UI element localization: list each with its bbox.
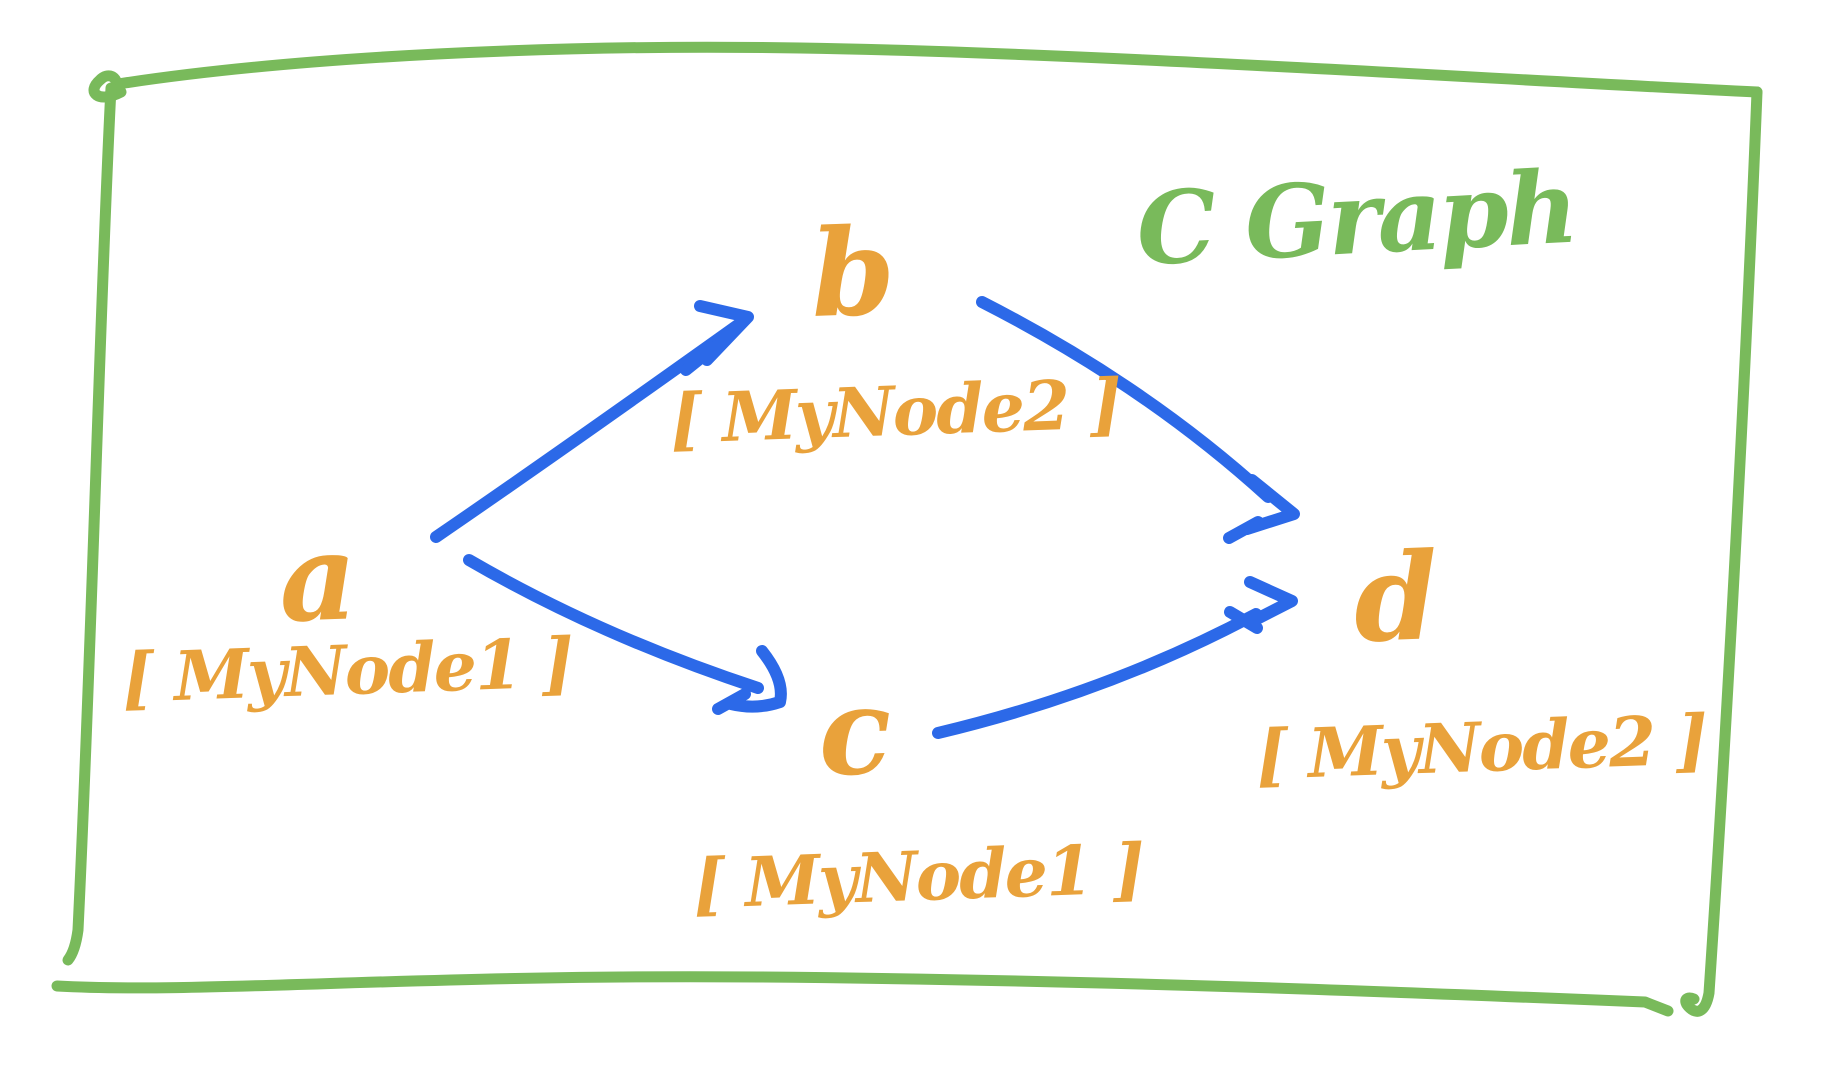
edge-b-d-arrowhead xyxy=(1223,474,1300,544)
node-c-type-label: [ MyNode1 ] xyxy=(691,829,1145,925)
node-a-type-label: [ MyNode1 ] xyxy=(120,623,574,719)
edge-a-c-arrow xyxy=(463,554,787,715)
border-top-edge xyxy=(112,41,1763,98)
node-c-letter: c xyxy=(816,660,894,804)
canvas-border xyxy=(51,41,1763,1017)
node-b-letter: b xyxy=(808,201,898,345)
border-right-edge xyxy=(1680,86,1763,1017)
node-d-letter: d xyxy=(1351,526,1441,670)
edge-a-c-arrowhead xyxy=(712,645,787,715)
node-d-type-label: [ MyNode2 ] xyxy=(1254,700,1708,796)
border-bottom-edge xyxy=(51,971,1674,1017)
node-a-letter: a xyxy=(276,506,360,650)
edge-a-b-arrowhead xyxy=(680,300,754,376)
border-left-edge xyxy=(62,82,117,966)
edge-b-d-arrow xyxy=(976,296,1300,544)
edge-a-c-shaft xyxy=(463,554,764,694)
graph-title: C Graph xyxy=(1133,147,1579,289)
edge-b-d-shaft xyxy=(976,296,1274,503)
border-top-left-loop xyxy=(88,70,127,103)
node-b-type-label: [ MyNode2 ] xyxy=(668,364,1122,460)
edge-c-d-shaft xyxy=(932,576,1298,739)
edge-c-d-arrow xyxy=(932,576,1298,739)
edge-a-b-arrow xyxy=(430,300,754,543)
